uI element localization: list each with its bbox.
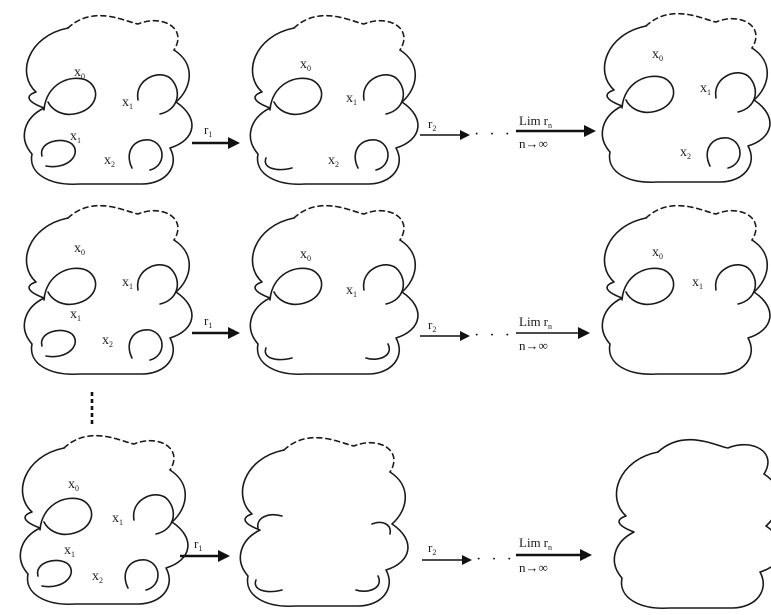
map-arrow-r1: r1 [192, 313, 240, 339]
handle-icon [136, 264, 179, 305]
handle-icon [36, 559, 73, 588]
handle-icon [706, 137, 741, 169]
point-label: x2 [328, 153, 339, 169]
point-label: x1 [122, 275, 133, 291]
map-label: r2 [428, 116, 436, 133]
cut-handle-icon [365, 343, 391, 361]
row-1: x0 x1 x1 x2 r1 x0 x1 x2 r2 · · · [23, 12, 771, 186]
map-label: r1 [204, 122, 212, 139]
surface-r1-s1: x0 x1 x1 x2 [23, 14, 193, 186]
ellipsis: · · · [476, 551, 515, 568]
limit-condition: n→∞ [519, 560, 548, 575]
handle-icon [362, 264, 405, 305]
cut-handle-icon [254, 579, 283, 593]
handle-icon [714, 264, 757, 305]
handle-icon [43, 77, 97, 116]
map-label: r2 [428, 317, 436, 334]
map-label: r1 [194, 536, 202, 553]
ellipsis: · · · [474, 327, 513, 344]
map-arrow-r1: r1 [192, 122, 240, 149]
cut-handle-icon [264, 347, 293, 361]
surface-r1-s3: x0 x1 x2 [601, 12, 771, 184]
point-label: x0 [652, 245, 663, 261]
point-label: x0 [652, 47, 663, 63]
surface-r2-s3: x0 x1 [601, 204, 771, 376]
point-label: x2 [102, 333, 113, 349]
point-label: x1 [112, 511, 123, 527]
handle-icon [621, 267, 675, 306]
surface-r3-s2 [239, 436, 409, 608]
handle-icon [269, 267, 323, 306]
handle-icon [40, 139, 77, 168]
surface-r2-s1: x0 x1 x1 x2 [23, 204, 193, 376]
point-label: x1 [70, 129, 81, 145]
point-label: x1 [346, 283, 357, 299]
point-label: x0 [300, 247, 311, 263]
cut-handle-icon [264, 157, 293, 171]
handle-icon [362, 74, 405, 115]
limit-condition: n→∞ [519, 338, 548, 353]
point-label: x1 [700, 81, 711, 97]
surface-r1-s2: x0 x1 x2 [249, 14, 419, 186]
handle-icon [128, 139, 163, 171]
map-arrow-r2: r2 · · · [420, 116, 513, 143]
handle-icon [354, 139, 389, 171]
surface-r3-s1: x0 x1 x1 x2 [19, 434, 189, 606]
cut-handle-icon [256, 513, 283, 529]
point-label: x1 [122, 95, 133, 111]
handle-icon [43, 267, 97, 306]
point-label: x1 [64, 543, 75, 559]
handle-icon [128, 329, 163, 361]
point-label: x2 [680, 145, 691, 161]
map-arrow-r2: r2 · · · [420, 317, 513, 344]
point-label: x0 [68, 477, 79, 493]
handle-icon [39, 497, 93, 536]
point-label: x0 [300, 57, 311, 73]
surface-r3-s3 [613, 438, 771, 610]
handle-icon [40, 329, 77, 358]
cut-handle-icon [371, 521, 392, 535]
point-label: x2 [92, 569, 103, 585]
handle-icon [132, 494, 175, 535]
point-label: x0 [74, 241, 85, 257]
handle-icon [621, 75, 675, 114]
point-label: x1 [692, 275, 703, 291]
point-label: x2 [104, 153, 115, 169]
handle-icon [136, 74, 179, 115]
point-label: x1 [70, 307, 81, 323]
handle-icon [269, 77, 323, 116]
ellipsis: · · · [474, 126, 513, 143]
point-label: x1 [346, 91, 357, 107]
map-arrow-r1: r1 [180, 536, 230, 562]
point-label: x0 [74, 65, 85, 81]
handle-icon [124, 559, 159, 591]
map-label: r2 [428, 540, 436, 557]
map-arrow-r2: r2 · · · [422, 540, 515, 568]
surface-r2-s2: x0 x1 [249, 204, 419, 376]
limit-condition: n→∞ [519, 136, 548, 151]
cut-handle-icon [355, 575, 381, 593]
map-label: r1 [204, 313, 212, 330]
handle-icon [714, 72, 757, 113]
